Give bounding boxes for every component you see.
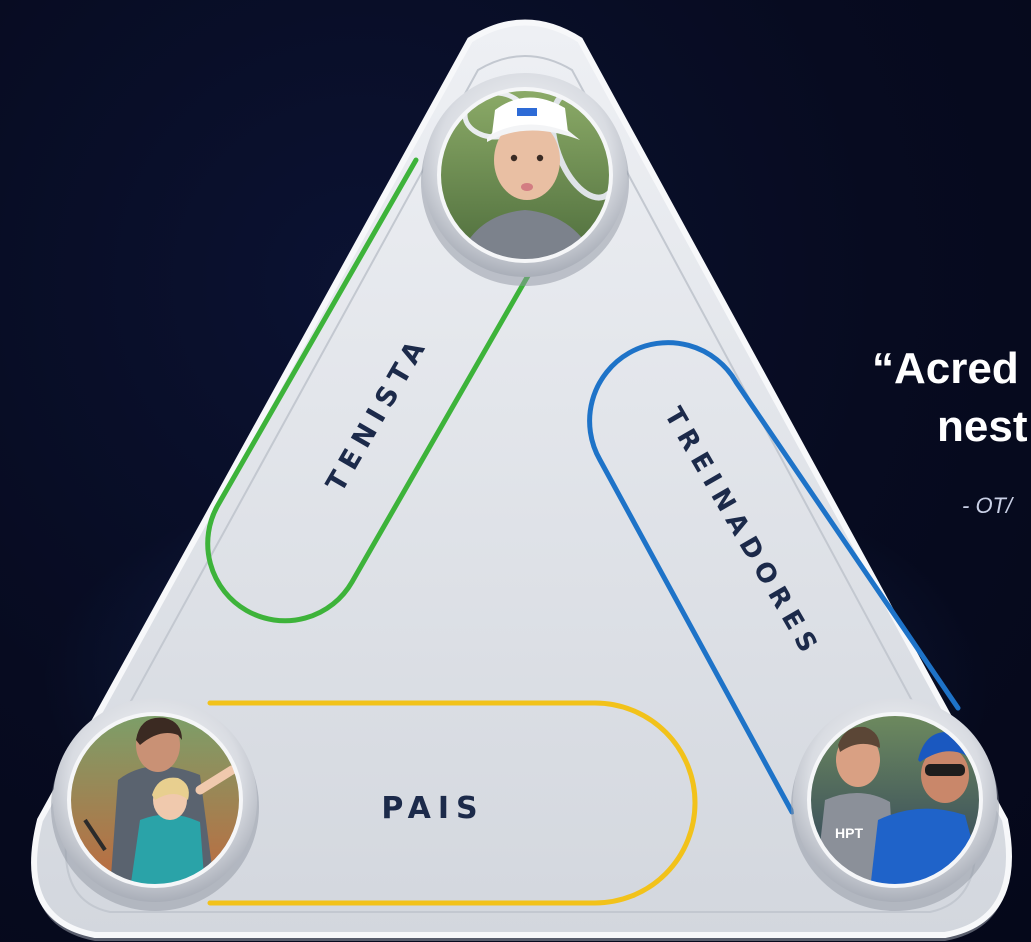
quote-line-2: nest — [937, 402, 1028, 451]
quote-line-1: “Acred — [872, 344, 1019, 393]
treinadores-outline — [587, 340, 961, 815]
svg-text:HPT: HPT — [835, 825, 863, 841]
quote-author: - OT/ — [962, 493, 1013, 518]
triangle-plate — [31, 19, 1012, 941]
pais-label: PAIS — [381, 791, 484, 826]
pais-outline — [207, 700, 698, 906]
pais-avatar — [51, 698, 259, 911]
tenista-avatar — [421, 73, 629, 286]
tenista-outline — [205, 157, 586, 624]
quote-text: “Acred nest — [872, 340, 1031, 456]
treinadores-avatar: HPT — [791, 698, 999, 911]
pais-capsule: PAIS — [207, 700, 698, 906]
